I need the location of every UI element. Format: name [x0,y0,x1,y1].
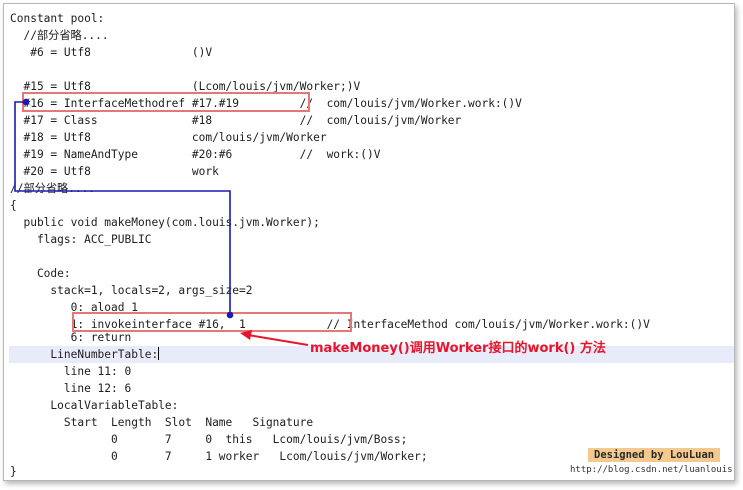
code-line-17: stack=1, locals=2, args_size=2 [10,284,253,297]
reference-path-line [14,101,231,315]
reference-start-dot [22,98,30,106]
code-line-1: Constant pool: [10,12,105,25]
code-line-19: 1: invokeinterface #16, 1 // InterfaceMe… [10,318,650,331]
annotation-pointer-line [247,334,309,346]
invokeinterface-highlight-box [72,312,352,332]
code-line-2: //部分省略.... [10,29,109,42]
code-line-3: #6 = Utf8 ()V [10,46,213,59]
code-line-16: Code: [10,267,71,280]
code-line-14: flags: ACC_PUBLIC [10,233,152,246]
code-line-9: #19 = NameAndType #20:#6 // work:()V [10,148,381,161]
code-line-26: 0 7 0 this Lcom/louis/jvm/Boss; [10,433,408,446]
code-line-21: LineNumberTable: [10,346,160,363]
code-line-20: 6: return [10,331,132,344]
annotation-label: makeMoney()调用Worker接口的work() 方法 [310,341,606,356]
text-caret [158,347,160,360]
code-line-28: } [10,465,17,478]
annotation-arrowhead [240,330,252,340]
reference-end-dot [226,311,234,319]
watermark-url: http://blog.csdn.net/luanlouis [570,465,733,475]
code-line-18: 0: aload_1 [10,301,138,314]
watermark-title: Designed by LouLuan [588,448,721,462]
code-line-22: line 11: 0 [10,365,132,378]
bytecode-screenshot-frame: Constant pool: //部分省略.... #6 = Utf8 ()V … [3,3,735,481]
code-line-24: LocalVariableTable: [10,399,179,412]
reference-arrow-overlay [14,98,309,346]
code-line-23: line 12: 6 [10,382,132,395]
code-line-10: #20 = Utf8 work [10,165,219,178]
code-line-27: 0 7 1 worker Lcom/louis/jvm/Worker; [10,450,428,463]
code-line-21-text: LineNumberTable: [10,348,159,361]
code-line-8: #18 = Utf8 com/louis/jvm/Worker [10,131,327,144]
code-line-6: #16 = InterfaceMethodref #17.#19 // com/… [10,97,522,110]
code-line-12: { [10,199,17,212]
code-line-25: Start Length Slot Name Signature [10,416,314,429]
code-line-7: #17 = Class #18 // com/louis/jvm/Worker [10,114,462,127]
code-line-5: #15 = Utf8 (Lcom/louis/jvm/Worker;)V [10,80,361,93]
code-line-13: public void makeMoney(com.louis.jvm.Work… [10,216,320,229]
current-line-highlight [9,346,734,363]
